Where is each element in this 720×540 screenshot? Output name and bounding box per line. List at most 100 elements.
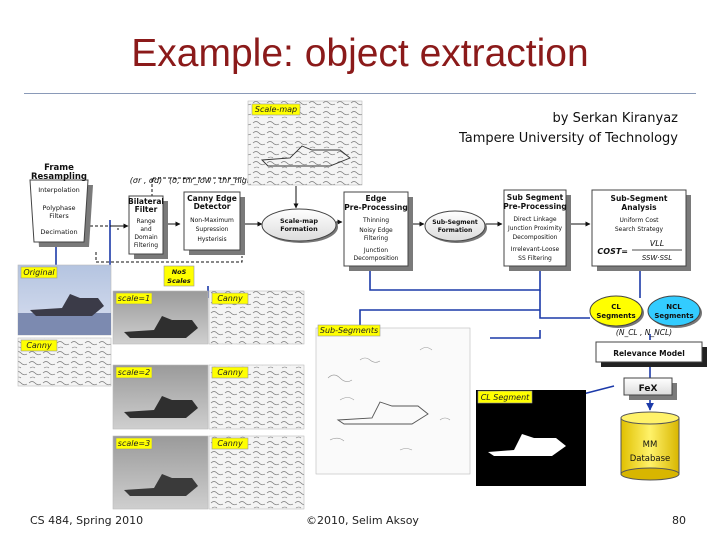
subseg-node-label-1: Sub-Segment (432, 219, 478, 226)
nos-label-2: Scales (167, 277, 191, 285)
credit: by Serkan Kiranyaz Tampere University of… (459, 109, 678, 149)
bilateral-params: (σr , σd) (130, 176, 162, 185)
subsegment-preprocessing-block: Sub Segment Pre-Processing Direct Linkag… (503, 189, 571, 271)
thumb-tag-canny-d: Canny (217, 439, 243, 448)
canny-edge-detector-block: (σ, thr_low , thr_high) Canny Edge Detec… (169, 176, 255, 255)
frame-title-1: Frame (44, 163, 74, 173)
thumbnail-canny-c: Canny (208, 364, 305, 430)
thumb-tag-scale3: scale=3 (118, 439, 150, 448)
thumb-tag-canny-c: Canny (217, 368, 243, 377)
scale-map-tag: Scale-map (255, 105, 297, 114)
edge-pre-step-junction: Junction (363, 247, 388, 254)
frame-resampling-block: Frame Resampling Interpolation Polyphase… (29, 163, 93, 247)
frame-step-polyphase: Polyphase (43, 204, 76, 212)
thumbnail-original: Original (17, 264, 112, 336)
thumbnail-scale1: scale=1 (112, 290, 209, 345)
canny-step-nonmax: Non-Maximum (190, 217, 234, 224)
db-label-1: MM (643, 440, 658, 450)
thumb-tag-cl-segment: CL Segment (481, 393, 530, 402)
footer-copyright: ©2010, Selim Aksoy (306, 514, 419, 527)
subseg-pre-step-proximity: Junction Proximity (507, 225, 562, 232)
bilateral-title-1: Bilateral (128, 197, 164, 206)
segment-count-params: (N_CL , N_NCL) (616, 328, 672, 337)
analysis-step-cost: Uniform Cost (619, 217, 659, 224)
thumbnail-canny-a: Canny (17, 337, 112, 387)
thumbnail-scale3: scale=3 (112, 435, 209, 510)
ncl-label-1: NCL (666, 303, 682, 311)
cost-denominator: SSW·SSL (642, 254, 672, 262)
thumbnail-canny-d: Canny (208, 435, 305, 510)
bilateral-filter-block: (σr , σd) Bilateral Filter Range and Dom… (128, 176, 168, 259)
edge-preprocessing-block: Edge Pre-Processing Thinning Noisy Edge … (343, 191, 413, 271)
db-label-2: Database (630, 454, 671, 464)
analysis-title-1: Sub-Segment (611, 194, 668, 203)
scale-map-formation-node: Scale-map Formation (261, 208, 338, 243)
edge-pre-step-thinning: Thinning (362, 217, 389, 224)
thumbnail-subsegments: Sub-Segments (315, 324, 471, 475)
subseg-node-label-2: Formation (438, 227, 473, 234)
bilateral-step-and: and (140, 226, 151, 233)
thumb-tag-original: Original (23, 268, 55, 277)
frame-step-filters: Filters (49, 212, 69, 220)
thumb-tag-subsegments: Sub-Segments (320, 326, 378, 335)
relevance-model-label: Relevance Model (613, 349, 685, 358)
subseg-pre-step-linkage: Direct Linkage (513, 216, 557, 223)
credit-author: by Serkan Kiranyaz (552, 111, 678, 126)
thumbnail-scale2: scale=2 (112, 364, 209, 430)
analysis-title-2: Analysis (621, 203, 657, 212)
canny-step-supression: Supression (196, 226, 229, 233)
scale-map-node-label-2: Formation (280, 225, 318, 233)
credit-affiliation: Tampere University of Technology (458, 131, 678, 146)
cost-label: COST= (597, 247, 628, 256)
canny-title-2: Detector (194, 202, 231, 211)
frame-step-interpolation: Interpolation (38, 186, 80, 194)
canny-params: (σ, thr_low , thr_high) (169, 176, 255, 185)
scale-map-image: Scale-map (247, 100, 363, 186)
bilateral-step-filtering: Filtering (134, 242, 158, 249)
footer-course: CS 484, Spring 2010 (30, 514, 144, 527)
mm-database: MM Database (620, 411, 680, 481)
thumb-tag-canny-b: Canny (217, 294, 243, 303)
cost-numerator: VLL (650, 239, 664, 248)
canny-title-1: Canny Edge (187, 194, 237, 203)
subseg-pre-title-2: Pre-Processing (503, 202, 566, 211)
subseg-pre-step-irrelevant: Irrelevant-Loose (511, 246, 560, 253)
bilateral-title-2: Filter (135, 205, 158, 214)
thumb-tag-canny-a: Canny (26, 341, 52, 350)
bilateral-step-range: Range (136, 218, 155, 225)
subseg-pre-step-ssfilter: SS Filtering (518, 255, 552, 262)
thumbnail-cl-segment: CL Segment (476, 390, 586, 486)
nos-scales-tag: NoS Scales (163, 265, 195, 287)
cl-segments-node: CL Segments (589, 295, 644, 328)
bilateral-step-domain: Domain (134, 234, 157, 241)
thumb-tag-scale2: scale=2 (118, 368, 150, 377)
analysis-step-search: Search Strategy (615, 226, 664, 233)
thumbnail-canny-b: Canny (208, 290, 305, 345)
title-divider (24, 93, 696, 94)
edge-pre-step-decomposition: Decomposition (354, 255, 399, 262)
fex-label: FeX (639, 384, 658, 394)
subsegment-analysis-block: Sub-Segment Analysis Uniform Cost Search… (591, 189, 691, 271)
frame-step-decimation: Decimation (40, 228, 77, 236)
subsegment-formation-node: Sub-Segment Formation (424, 210, 487, 243)
cl-label-1: CL (611, 303, 621, 311)
edge-pre-step-noisy: Noisy Edge (359, 227, 393, 234)
subseg-pre-title-1: Sub Segment (507, 193, 564, 202)
ncl-segments-node: NCL Segments (647, 295, 702, 328)
edge-pre-step-filtering: Filtering (364, 235, 388, 242)
slide-title: Example: object extraction (131, 32, 589, 75)
ncl-label-2: Segments (654, 312, 693, 320)
relevance-model-block: Relevance Model (595, 341, 707, 367)
footer-page-number: 80 (672, 514, 686, 527)
canny-step-hysterisis: Hysterisis (197, 236, 226, 243)
scale-map-node-label-1: Scale-map (280, 217, 318, 225)
edge-pre-title-1: Edge (366, 194, 387, 203)
nos-label-1: NoS (172, 268, 187, 276)
frame-title-2: Resampling (31, 172, 87, 182)
edge-pre-title-2: Pre-Processing (344, 203, 407, 212)
cl-label-2: Segments (596, 312, 635, 320)
fex-block: FeX (623, 377, 677, 400)
thumb-tag-scale1: scale=1 (118, 294, 150, 303)
subseg-pre-step-decomposition: Decomposition (513, 234, 558, 241)
